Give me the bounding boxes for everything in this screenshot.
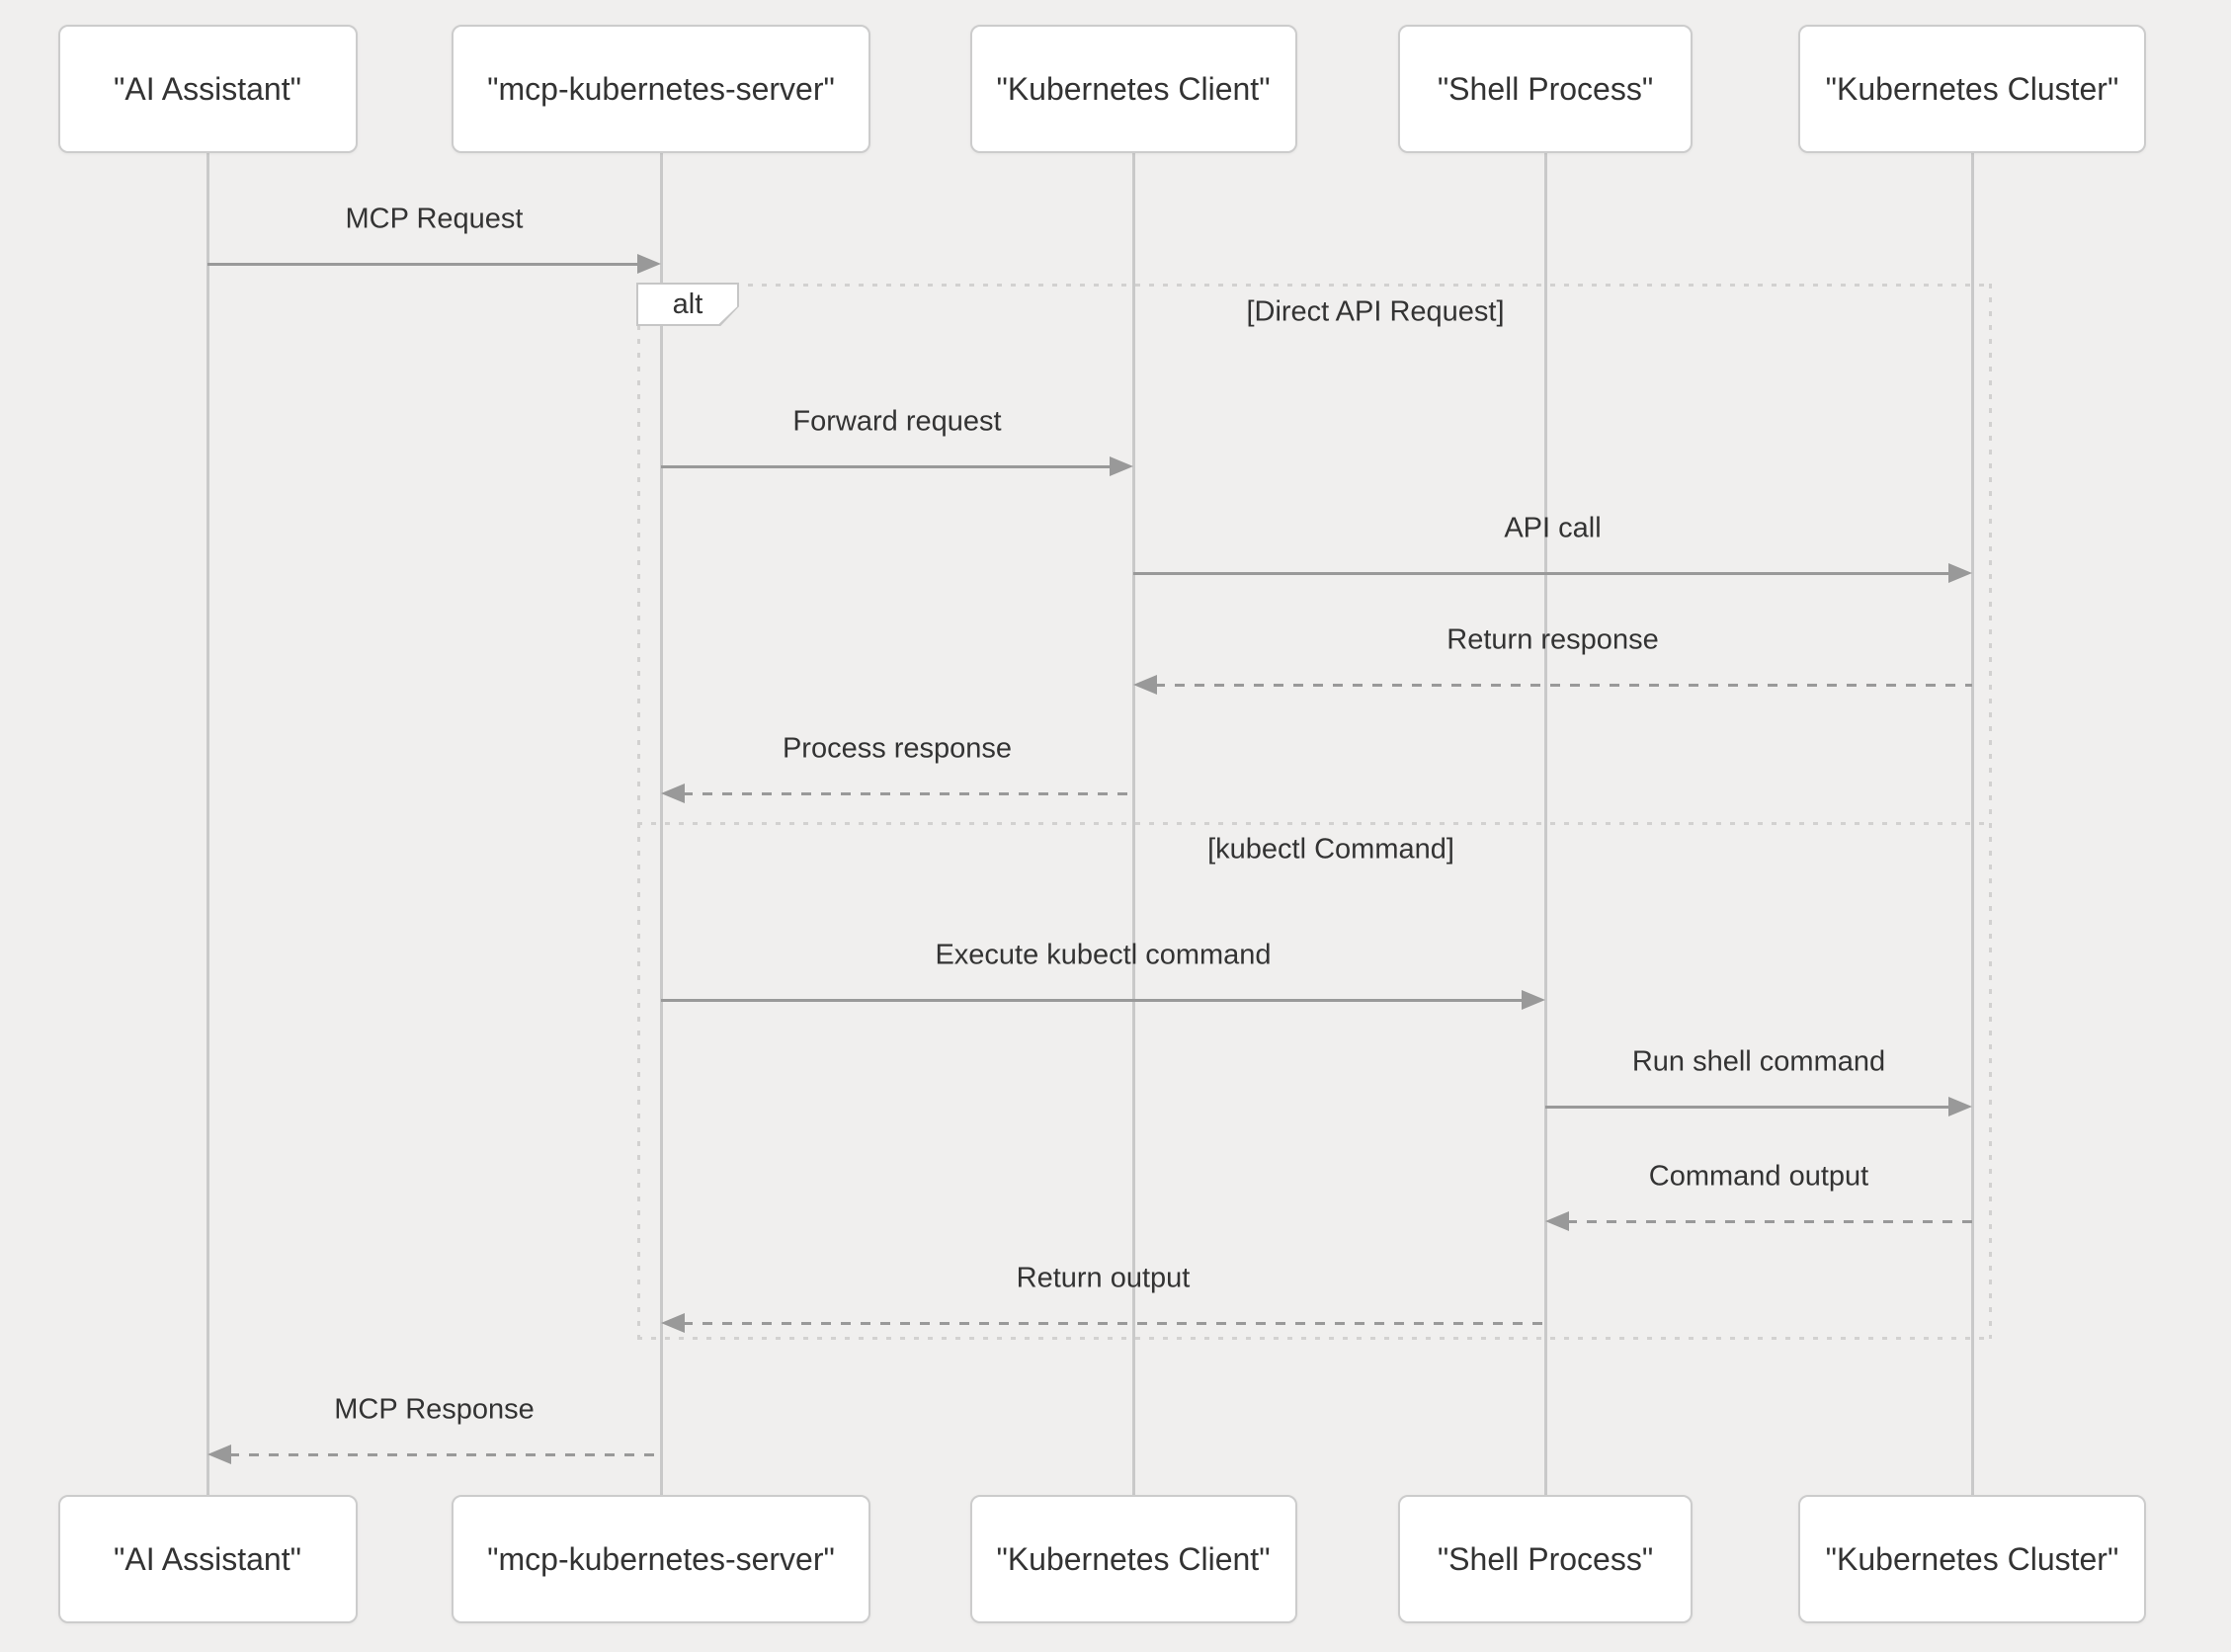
message-line bbox=[1155, 683, 1972, 687]
actor-label: "Kubernetes Client" bbox=[996, 70, 1271, 107]
arrowhead-left-icon bbox=[207, 1445, 231, 1464]
actor-label: "mcp-kubernetes-server" bbox=[487, 70, 835, 107]
arrowhead-right-icon bbox=[637, 254, 661, 274]
actor-box-bottom-4: "Kubernetes Cluster" bbox=[1798, 1495, 2146, 1623]
actor-label: "Shell Process" bbox=[1437, 70, 1654, 107]
arrowhead-left-icon bbox=[661, 784, 685, 803]
actor-label: "Kubernetes Client" bbox=[996, 1540, 1271, 1577]
alt-frame-border-left bbox=[637, 284, 640, 1339]
message-line bbox=[1133, 571, 1950, 575]
alt-frame-border-top bbox=[637, 284, 1991, 287]
message-label: MCP Request bbox=[345, 203, 524, 235]
actor-label: "Shell Process" bbox=[1437, 1540, 1654, 1577]
actor-label: "Kubernetes Cluster" bbox=[1825, 1540, 2119, 1577]
actor-box-top-0: "AI Assistant" bbox=[57, 25, 358, 153]
actor-box-top-1: "mcp-kubernetes-server" bbox=[452, 25, 870, 153]
actor-box-bottom-1: "mcp-kubernetes-server" bbox=[452, 1495, 870, 1623]
message-line bbox=[683, 791, 1133, 795]
actor-box-bottom-3: "Shell Process" bbox=[1398, 1495, 1693, 1623]
message-line bbox=[1545, 1105, 1950, 1109]
alt-frame-label-box: alt bbox=[636, 283, 739, 326]
message-label: Execute kubectl command bbox=[935, 939, 1272, 971]
arrowhead-left-icon bbox=[661, 1313, 685, 1333]
arrowhead-left-icon bbox=[1545, 1211, 1569, 1231]
actor-box-top-2: "Kubernetes Client" bbox=[969, 25, 1297, 153]
alt-section-label-direct-api: [Direct API Request] bbox=[1246, 295, 1505, 328]
alt-section-label-kubectl: [kubectl Command] bbox=[1207, 833, 1454, 866]
actor-label: "mcp-kubernetes-server" bbox=[487, 1540, 835, 1577]
actor-label: "Kubernetes Cluster" bbox=[1825, 70, 2119, 107]
alt-frame-border-right bbox=[1989, 284, 1992, 1339]
actor-label: "AI Assistant" bbox=[114, 70, 301, 107]
alt-frame-border-bottom bbox=[637, 1337, 1991, 1340]
message-label: MCP Response bbox=[334, 1393, 535, 1426]
message-label: Command output bbox=[1648, 1160, 1869, 1193]
actor-box-top-3: "Shell Process" bbox=[1398, 25, 1693, 153]
alt-frame-label-notch: alt bbox=[638, 285, 737, 324]
arrowhead-left-icon bbox=[1133, 675, 1157, 695]
message-line bbox=[229, 1452, 661, 1456]
arrowhead-right-icon bbox=[1110, 456, 1133, 476]
actor-box-bottom-0: "AI Assistant" bbox=[57, 1495, 358, 1623]
message-label: Return response bbox=[1446, 623, 1659, 656]
message-label: Forward request bbox=[792, 405, 1002, 438]
actor-box-top-4: "Kubernetes Cluster" bbox=[1798, 25, 2146, 153]
message-label: API call bbox=[1504, 512, 1602, 544]
arrowhead-right-icon bbox=[1948, 563, 1972, 583]
message-line bbox=[661, 998, 1524, 1002]
actor-label: "AI Assistant" bbox=[114, 1540, 301, 1577]
message-line bbox=[683, 1321, 1545, 1325]
message-line bbox=[1567, 1219, 1972, 1223]
message-label: Run shell command bbox=[1631, 1045, 1886, 1078]
actor-box-bottom-2: "Kubernetes Client" bbox=[969, 1495, 1297, 1623]
message-label: Return output bbox=[1016, 1262, 1191, 1294]
message-label: Process response bbox=[782, 732, 1013, 765]
alt-frame-divider bbox=[637, 822, 1991, 825]
alt-frame-label: alt bbox=[672, 288, 703, 320]
arrowhead-right-icon bbox=[1522, 990, 1545, 1010]
message-line bbox=[207, 262, 639, 266]
arrowhead-right-icon bbox=[1948, 1097, 1972, 1116]
lifeline-actor-0 bbox=[206, 153, 209, 1495]
message-line bbox=[661, 464, 1112, 468]
